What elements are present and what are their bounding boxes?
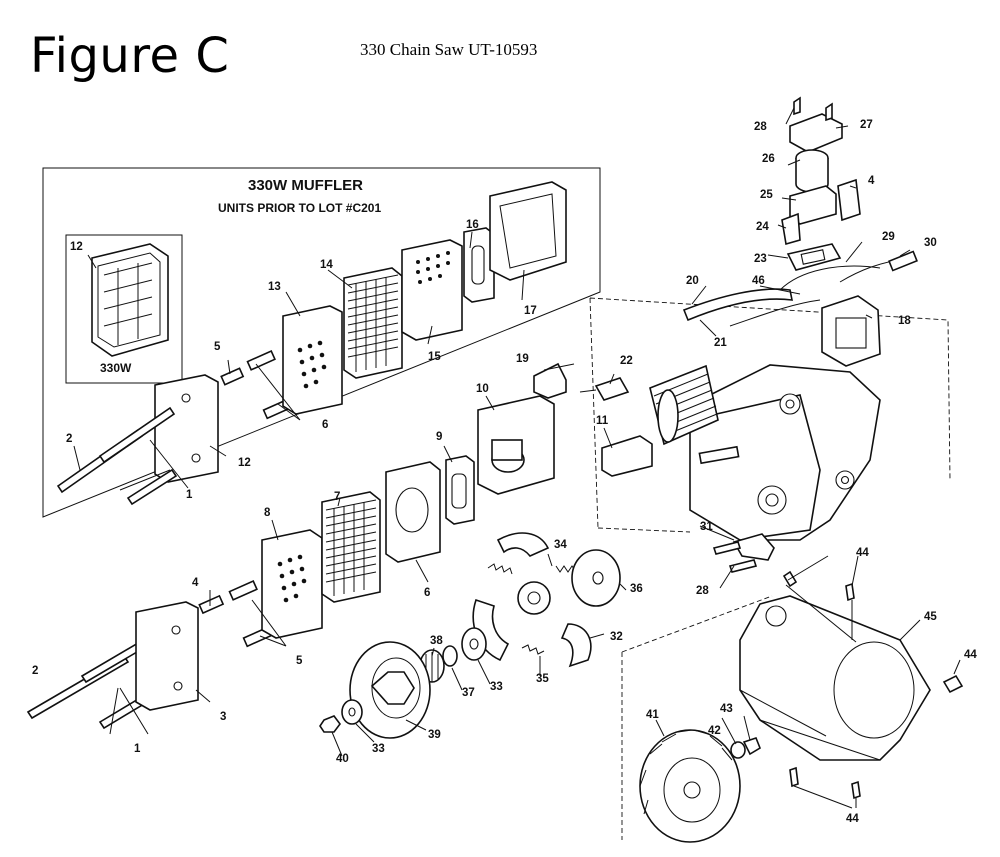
clutch-assembly [319,532,621,739]
callout-26: 26 [762,153,775,165]
callout-15: 15 [428,351,441,363]
part-24-reed [781,212,801,246]
part-42-washer [730,741,746,759]
part-22-spark-plug [594,377,630,401]
callout-7: 7 [334,491,340,503]
part-clutch-shoe-left [472,598,510,662]
callout-17: 17 [524,305,537,317]
callout-19: 19 [516,353,529,365]
callout-12-subinset: 12 [70,241,83,253]
callout-12-inset: 12 [238,457,251,469]
callout-45: 45 [924,611,937,623]
muffler-inset: 330W MUFFLER UNITS PRIOR TO LOT #C201 33… [42,167,601,518]
callout-8: 8 [264,507,271,519]
intake-assembly [682,96,918,367]
callout-31: 31 [700,521,713,533]
callout-10: 10 [476,383,489,395]
part-14-spark-screen [343,267,403,379]
callout-5-lower: 5 [296,655,303,667]
callout-25: 25 [760,189,773,201]
callout-41: 41 [646,709,659,721]
part-30-connector [888,250,918,272]
fan-housing [621,570,964,840]
part-11-bracket [601,435,653,477]
callout-13: 13 [268,281,281,293]
inset-subheading: UNITS PRIOR TO LOT #C201 [218,201,381,215]
part-40-nut [319,715,341,733]
sub-inset-caption: 330W [100,361,132,375]
muffler-lower-stack [26,395,555,730]
callout-18: 18 [898,315,911,327]
callout-42: 42 [708,725,721,737]
callout-37: 37 [462,687,475,699]
callout-35: 35 [536,673,549,685]
part-12-muffler-body [154,374,219,483]
callout-43: 43 [720,703,733,715]
part-37-bearing [442,645,458,667]
callout-23: 23 [754,253,767,265]
callout-24: 24 [756,221,769,233]
callout-1-lower: 1 [134,743,141,755]
callout-33-left: 33 [372,743,385,755]
callout-38: 38 [430,635,443,647]
callout-11: 11 [596,415,609,427]
callout-2-inset: 2 [66,433,72,445]
part-43-nut [742,737,761,756]
callout-33-right: 33 [490,681,503,693]
callout-39: 39 [428,729,441,741]
callout-labels: 1 1 2 2 3 4 4 5 5 6 6 7 8 9 10 11 12 12 … [32,119,977,825]
part-3-muffler-body [135,601,199,711]
callout-3: 3 [220,711,226,723]
callout-32: 32 [610,631,623,643]
part-15-plate [401,239,463,341]
document-subtitle: 330 Chain Saw UT-10593 [360,40,538,59]
part-20-fuel-line [682,288,794,322]
housing-330w-illustration [91,243,169,357]
callout-4-lower: 4 [192,577,199,589]
engine-assembly [533,297,951,541]
callout-5-inset: 5 [214,341,221,353]
callout-27: 27 [860,119,873,131]
part-19-bushing [533,362,567,399]
part-25-reed-block [789,185,837,225]
leader-lines [73,107,961,757]
part-31-retainer [732,533,775,561]
part-17-cover [489,181,567,281]
callout-44-top: 44 [856,547,869,559]
flywheel [639,729,761,843]
callout-14: 14 [320,259,333,271]
callout-46: 46 [752,275,765,287]
callout-22: 22 [620,355,633,367]
callout-28-top: 28 [754,121,767,133]
part-32-clutch-shoe [560,623,592,668]
callout-1-inset: 1 [186,489,193,501]
figure-title: Figure C [30,28,230,84]
callout-6-inset: 6 [322,419,328,431]
callout-40: 40 [336,753,349,765]
callout-28-lower: 28 [696,585,709,597]
callout-9: 9 [436,431,442,443]
callout-2-lower: 2 [32,665,38,677]
part-27-adapter-plate [789,113,843,153]
callout-44-right: 44 [964,649,977,661]
callout-6-lower: 6 [424,587,430,599]
callout-30: 30 [924,237,937,249]
callout-34: 34 [554,539,567,551]
part-4-gasket [837,178,861,222]
callout-44-bottom: 44 [846,813,859,825]
callout-21: 21 [714,337,727,349]
callout-20: 20 [686,275,699,287]
callout-16: 16 [466,219,479,231]
part-clutch-shoe-top [496,532,550,557]
callout-4-top: 4 [868,175,875,187]
callout-36: 36 [630,583,643,595]
callout-29: 29 [882,231,895,243]
inset-heading: 330W MUFFLER [248,177,363,194]
